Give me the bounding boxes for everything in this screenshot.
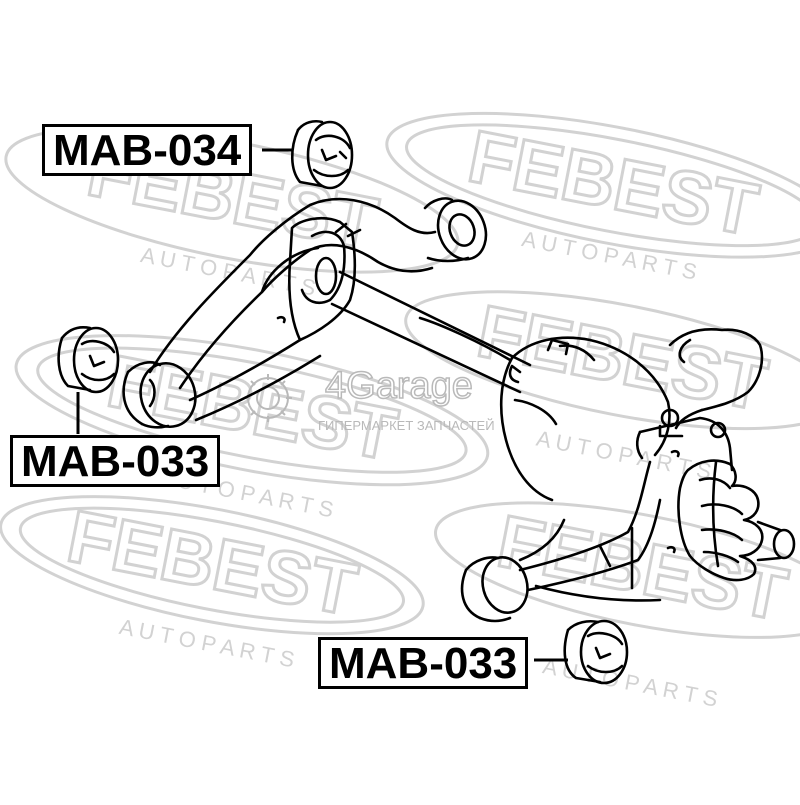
body-mount-outline: [668, 328, 764, 430]
watermark-subtitle: A U T O P A R T S: [534, 426, 713, 484]
bushing-icon: [290, 119, 354, 190]
site-watermark: 4Garage ГИПЕРМАРКЕТ ЗАПЧАСТЕЙ: [244, 364, 495, 433]
assembly-line-drawing: [122, 197, 796, 623]
part-number-label: MAB-034: [42, 124, 253, 176]
bushing-icon: [563, 619, 629, 685]
part-number-text: MAB-033: [21, 437, 210, 486]
cv-boot: [677, 459, 796, 582]
site-name: 4Garage: [325, 365, 473, 407]
part-number-label: MAB-033: [318, 637, 529, 689]
febest-watermark-layer: FEBEST A U T O P A R T S FEBEST A U T O …: [0, 111, 800, 712]
upper-arm-bushing: [423, 197, 488, 263]
part-number-label: MAB-033: [10, 435, 221, 487]
mounting-bracket: [276, 216, 362, 342]
lateral-rod: [330, 270, 532, 394]
lower-arm-bushing: [460, 556, 529, 623]
bushing-icon: [57, 326, 120, 394]
leader-lines: [76, 148, 568, 662]
hub-carrier: [635, 408, 734, 472]
site-tagline: ГИПЕРМАРКЕТ ЗАПЧАСТЕЙ: [318, 418, 495, 433]
axle-housing: [499, 336, 671, 502]
part-number-text: MAB-033: [329, 639, 518, 688]
left-arm-bushing: [122, 361, 197, 429]
upper-arm: [148, 197, 437, 390]
lower-left-link: [188, 338, 322, 422]
watermark-subtitle: A U T O P A R T S: [541, 653, 720, 711]
lower-control-arm: [518, 460, 676, 602]
watermark-badge: FEBEST A U T O P A R T S: [385, 111, 800, 285]
standalone-bushings: [57, 119, 629, 685]
part-number-text: MAB-034: [53, 126, 242, 175]
